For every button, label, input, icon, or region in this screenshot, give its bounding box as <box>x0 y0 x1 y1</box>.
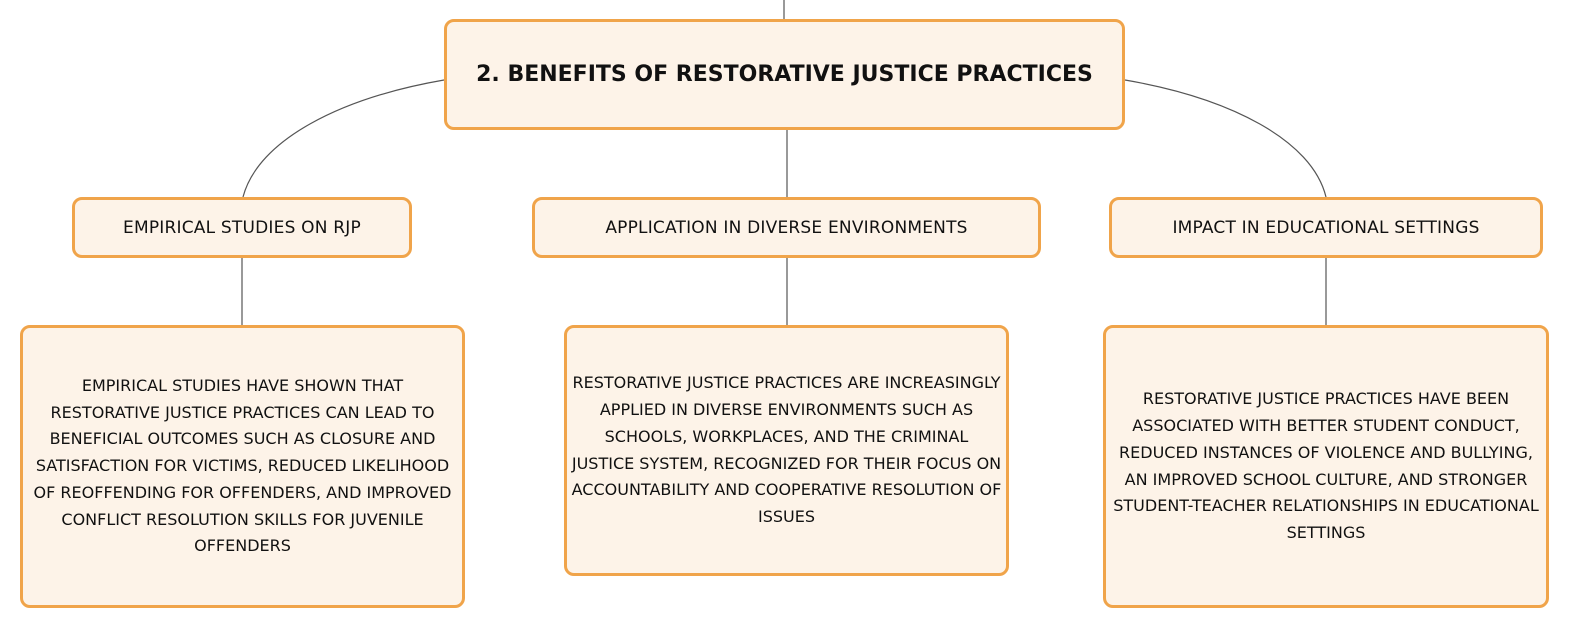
detail-node-empirical-studies[interactable]: EMPIRICAL STUDIES HAVE SHOWN THAT RESTOR… <box>20 325 465 608</box>
detail-node-diverse-environments[interactable]: RESTORATIVE JUSTICE PRACTICES ARE INCREA… <box>564 325 1009 576</box>
branch-node-empirical-studies[interactable]: EMPIRICAL STUDIES ON RJP <box>72 197 412 258</box>
connector-root-to-empirical <box>242 79 445 198</box>
root-node[interactable]: 2. BENEFITS OF RESTORATIVE JUSTICE PRACT… <box>444 19 1125 130</box>
detail-node-text: RESTORATIVE JUSTICE PRACTICES ARE INCREA… <box>571 373 1002 527</box>
connector-root-to-educational <box>1124 79 1327 198</box>
detail-node-educational-settings[interactable]: RESTORATIVE JUSTICE PRACTICES HAVE BEEN … <box>1103 325 1549 608</box>
detail-node-text: EMPIRICAL STUDIES HAVE SHOWN THAT RESTOR… <box>33 375 452 556</box>
branch-node-educational-settings[interactable]: IMPACT IN EDUCATIONAL SETTINGS <box>1109 197 1543 258</box>
detail-node-text: RESTORATIVE JUSTICE PRACTICES HAVE BEEN … <box>1113 389 1539 543</box>
branch-node-label: EMPIRICAL STUDIES ON RJP <box>123 217 361 238</box>
branch-node-label: IMPACT IN EDUCATIONAL SETTINGS <box>1172 217 1480 238</box>
branch-node-diverse-environments[interactable]: APPLICATION IN DIVERSE ENVIRONMENTS <box>532 197 1041 258</box>
root-node-label: 2. BENEFITS OF RESTORATIVE JUSTICE PRACT… <box>476 62 1093 87</box>
branch-node-label: APPLICATION IN DIVERSE ENVIRONMENTS <box>605 217 968 238</box>
